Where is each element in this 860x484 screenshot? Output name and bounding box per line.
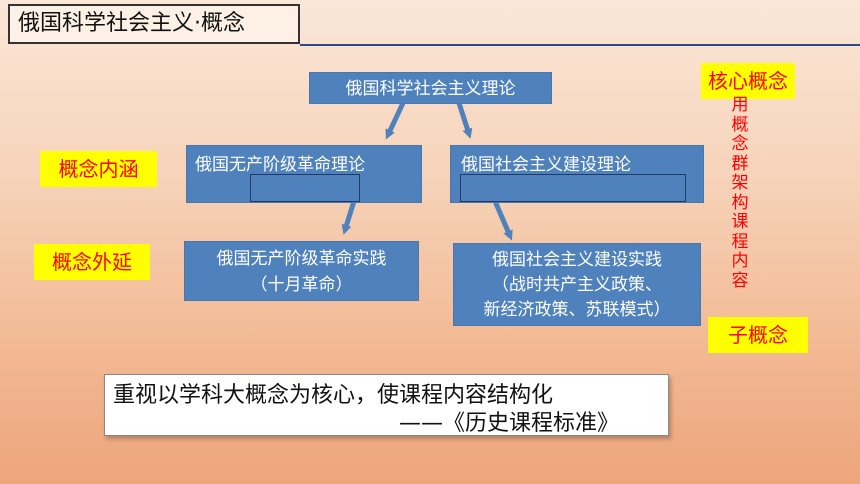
- title-divider: [300, 44, 860, 46]
- node-left-practice-line1: 俄国无产阶级革命实践: [216, 249, 387, 269]
- node-left-theory-label: 俄国无产阶级革命理论: [195, 155, 365, 175]
- arrow-top-to-right-theory: [456, 102, 473, 139]
- node-right-practice-line2: （战时共产主义政策、: [492, 275, 662, 295]
- node-right-theory-subbox: [460, 174, 686, 202]
- quote-source: ——《历史课程标准》: [399, 411, 620, 436]
- quote-box: 重视以学科大概念为核心，使课程内容结构化 ——《历史课程标准》: [104, 374, 669, 436]
- node-right-practice: 俄国社会主义建设实践 （战时共产主义政策、 新经济政策、苏联模式）: [453, 243, 701, 326]
- connotation-tag: 概念内涵: [40, 151, 157, 187]
- node-right-practice-line3: 新经济政策、苏联模式）: [483, 300, 671, 320]
- arrow-top-to-left-theory: [385, 101, 406, 140]
- vertical-note: 用概念群架构课程内容: [731, 95, 749, 291]
- sub-concept-tag: 子概念: [708, 317, 808, 353]
- arrow-left-theory-to-practice: [341, 200, 357, 235]
- page-title: 俄国科学社会主义·概念: [8, 4, 300, 44]
- core-concept-tag: 核心概念: [701, 63, 795, 99]
- node-top-theory: 俄国科学社会主义理论: [309, 72, 552, 104]
- quote-text: 重视以学科大概念为核心，使课程内容结构化: [113, 383, 554, 408]
- node-left-theory-subbox: [250, 174, 360, 202]
- extension-tag: 概念外延: [34, 244, 150, 280]
- node-left-practice-line2: （十月革命）: [250, 275, 353, 295]
- node-right-practice-line1: 俄国社会主义建设实践: [492, 250, 662, 270]
- node-left-practice: 俄国无产阶级革命实践 （十月革命）: [184, 241, 419, 301]
- node-top-theory-label: 俄国科学社会主义理论: [345, 79, 516, 99]
- node-right-theory-label: 俄国社会主义建设理论: [461, 155, 631, 175]
- arrow-right-theory-to-practice: [492, 200, 513, 241]
